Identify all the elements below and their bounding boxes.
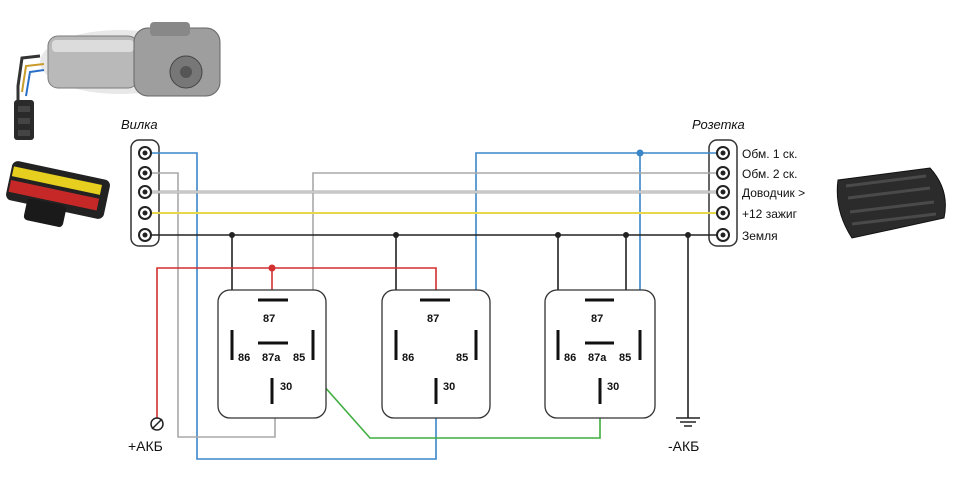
- relay-1: 87 86 87a 85 30: [217, 289, 327, 419]
- wiper-motor-image: [14, 22, 221, 140]
- wire-label-closer: Доводчик >: [742, 186, 805, 200]
- relay-1-pin-30: 30: [280, 381, 292, 393]
- relay-1-pin-85: 85: [293, 352, 305, 364]
- wire-label-ignition: +12 зажиг: [742, 207, 798, 221]
- junction-dots: [229, 232, 691, 238]
- relay-2-pin-87: 87: [427, 313, 439, 325]
- relay-3-pin-87a: 87a: [588, 352, 607, 364]
- battery-plus-label: +АКБ: [128, 438, 163, 454]
- junction-blue: [636, 149, 644, 157]
- plug-label: Вилка: [121, 117, 158, 132]
- battery-plus-terminal: [150, 417, 164, 431]
- relay-2: 87 86 85 30: [381, 289, 491, 419]
- wire-label-winding-1: Обм. 1 ск.: [742, 147, 797, 161]
- socket-image: [836, 167, 946, 239]
- relay-3-pin-87: 87: [591, 313, 603, 325]
- wire-blue-plug: [145, 152, 437, 460]
- junction-red: [268, 264, 276, 272]
- wire-battery-plus: [156, 267, 437, 418]
- relay-1-pin-87a: 87a: [262, 352, 281, 364]
- relay-2-pin-30: 30: [443, 381, 455, 393]
- wire-gray-socket: [312, 172, 723, 345]
- battery-minus-label: -АКБ: [668, 438, 699, 454]
- plug-pins: [138, 146, 152, 242]
- relay-1-pin-86: 86: [238, 352, 250, 364]
- socket-pins: [716, 146, 730, 242]
- wire-label-ground: Земля: [742, 229, 778, 243]
- socket-label: Розетка: [692, 117, 745, 132]
- relay-2-pin-86: 86: [402, 352, 414, 364]
- ground-symbol: [676, 417, 700, 427]
- relay-3-pin-86: 86: [564, 352, 576, 364]
- plug-image: [6, 161, 110, 227]
- wire-label-winding-2: Обм. 2 ск.: [742, 167, 797, 181]
- relay-3: 87 86 87a 85 30: [544, 289, 656, 419]
- relay-3-pin-30: 30: [607, 381, 619, 393]
- wire-gray-plug: [145, 172, 276, 438]
- relay-1-pin-87: 87: [263, 313, 275, 325]
- relay-2-pin-85: 85: [456, 352, 468, 364]
- relay-3-pin-85: 85: [619, 352, 631, 364]
